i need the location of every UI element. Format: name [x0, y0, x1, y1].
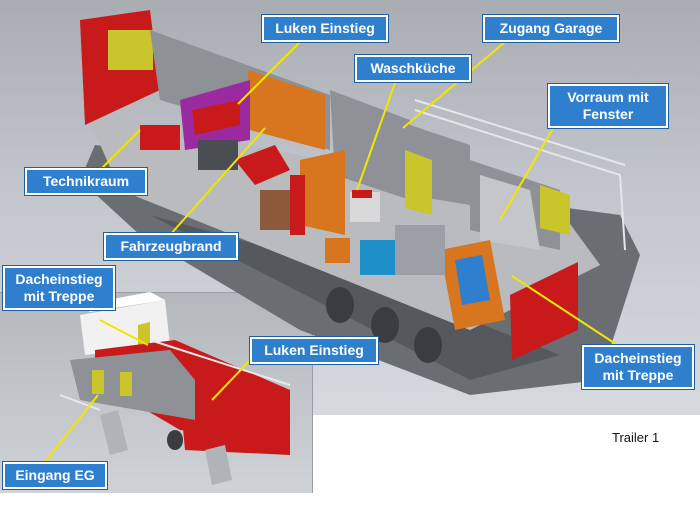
label-dacheinstieg-right: Dacheinstieg mit Treppe	[582, 345, 694, 389]
label-vorraum-line2: Fenster	[582, 106, 634, 122]
inset-trailer	[59, 292, 291, 485]
label-vorraum-mit-fenster: Vorraum mit Fenster	[548, 84, 668, 128]
label-dacheinstieg-inset-line1: Dacheinstieg	[15, 271, 103, 287]
label-vorraum-line1: Vorraum mit	[567, 89, 649, 105]
label-waschkueche: Waschküche	[355, 55, 471, 82]
label-technikraum: Technikraum	[25, 168, 147, 195]
label-fahrzeugbrand: Fahrzeugbrand	[104, 233, 238, 260]
label-dacheinstieg-right-line1: Dacheinstieg	[594, 350, 682, 366]
label-eingang-eg: Eingang EG	[3, 462, 107, 489]
label-zugang-garage: Zugang Garage	[483, 15, 619, 42]
main-trailer	[80, 10, 640, 395]
front-wall	[510, 262, 578, 360]
label-dacheinstieg-right-line2: mit Treppe	[602, 367, 674, 383]
label-luken-einstieg-top: Luken Einstieg	[262, 15, 388, 42]
label-luken-einstieg-inset: Luken Einstieg	[250, 337, 378, 364]
trailer-caption: Trailer 1	[612, 430, 660, 445]
label-dacheinstieg-inset: Dacheinstieg mit Treppe	[3, 266, 115, 310]
label-dacheinstieg-inset-line2: mit Treppe	[23, 288, 95, 304]
leader-lines	[44, 41, 629, 463]
wheels	[326, 287, 442, 363]
